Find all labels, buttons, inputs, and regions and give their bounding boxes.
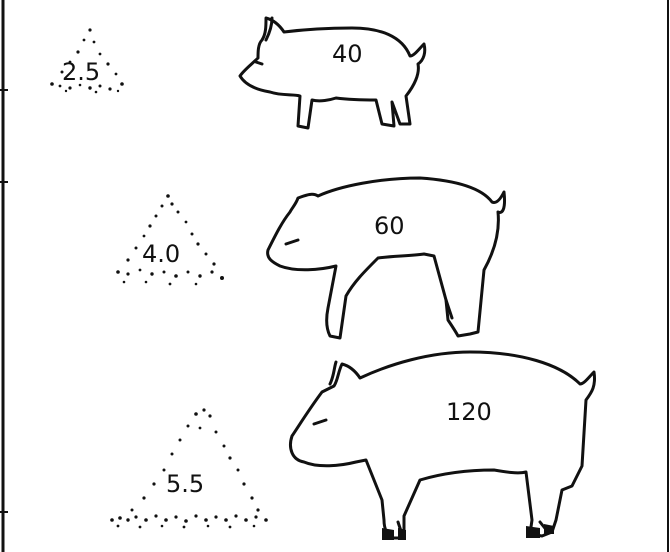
- feed-pile-icon: [110, 408, 268, 528]
- pig-weight-label: 120: [446, 398, 492, 426]
- feed-amount-label: 2.5: [62, 58, 100, 86]
- feed-amount-label: 4.0: [142, 240, 180, 268]
- feed-amount-label: 5.5: [166, 470, 204, 498]
- pig-icon: [240, 18, 425, 128]
- pig-weight-label: 60: [374, 212, 405, 240]
- pig-icon: [291, 352, 595, 538]
- hoof-marks: [382, 524, 554, 540]
- pig-icon: [268, 178, 505, 338]
- pig-weight-label: 40: [332, 40, 363, 68]
